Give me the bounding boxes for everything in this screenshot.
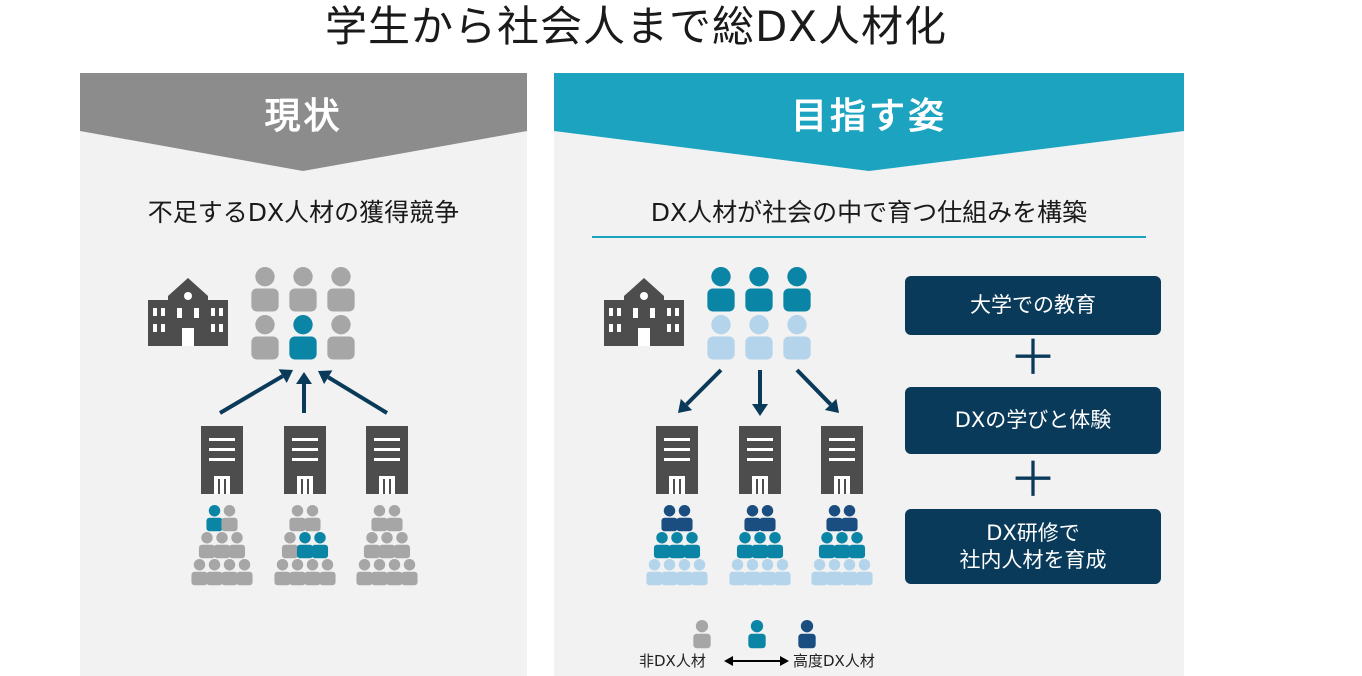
company-building-left-2 xyxy=(284,426,326,494)
target-state-subtitle: DX人材が社会の中で育つ仕組みを構築 xyxy=(650,198,1088,227)
crowd-right-1 xyxy=(646,505,708,586)
arrow-left-3 xyxy=(318,370,389,415)
page-title: 学生から社会人まで総DX人材化 xyxy=(324,2,948,51)
company-building-right-2 xyxy=(739,426,781,494)
crowd-left-2 xyxy=(274,505,336,586)
crowd-right-3 xyxy=(811,505,873,586)
legend-icons xyxy=(693,620,816,666)
company-building-left-1 xyxy=(201,426,243,494)
crowd-left-1 xyxy=(191,505,253,586)
legend-non-dx-label: 非DX人材 xyxy=(639,652,706,670)
university-education-box: 大学での教育 xyxy=(905,276,1161,335)
target-state-header: 目指す姿 xyxy=(790,96,947,137)
crowd-left-3 xyxy=(356,505,418,586)
plus-icon-2: ＋ xyxy=(1008,452,1057,508)
plus-icon-1: ＋ xyxy=(1008,330,1057,386)
current-state-header: 現状 xyxy=(264,96,343,137)
people-grid-right xyxy=(707,267,811,360)
company-building-right-1 xyxy=(656,426,698,494)
crowd-right-2 xyxy=(729,505,791,586)
arrow-left-2 xyxy=(296,372,312,413)
legend-advanced-dx-label: 高度DX人材 xyxy=(793,652,875,670)
arrow-right-3 xyxy=(795,368,839,413)
people-grid-left xyxy=(251,267,355,360)
school-icon-left xyxy=(148,278,228,346)
company-building-left-3 xyxy=(366,426,408,494)
arrow-right-1 xyxy=(678,368,723,413)
current-state-header-banner xyxy=(80,73,527,171)
dx-training-box: DX研修で 社内人材を育成 xyxy=(905,509,1161,584)
target-state-header-banner xyxy=(554,73,1184,171)
company-building-right-3 xyxy=(821,426,863,494)
current-state-subtitle: 不足するDX人材の獲得競争 xyxy=(147,198,460,227)
dx-learning-experience-box: DXの学びと体験 xyxy=(905,387,1161,454)
arrow-left-1 xyxy=(218,369,293,415)
arrow-right-2 xyxy=(752,370,768,416)
school-icon-right xyxy=(604,278,684,346)
legend-double-arrow xyxy=(724,656,789,666)
subtitle-underline xyxy=(592,236,1146,238)
